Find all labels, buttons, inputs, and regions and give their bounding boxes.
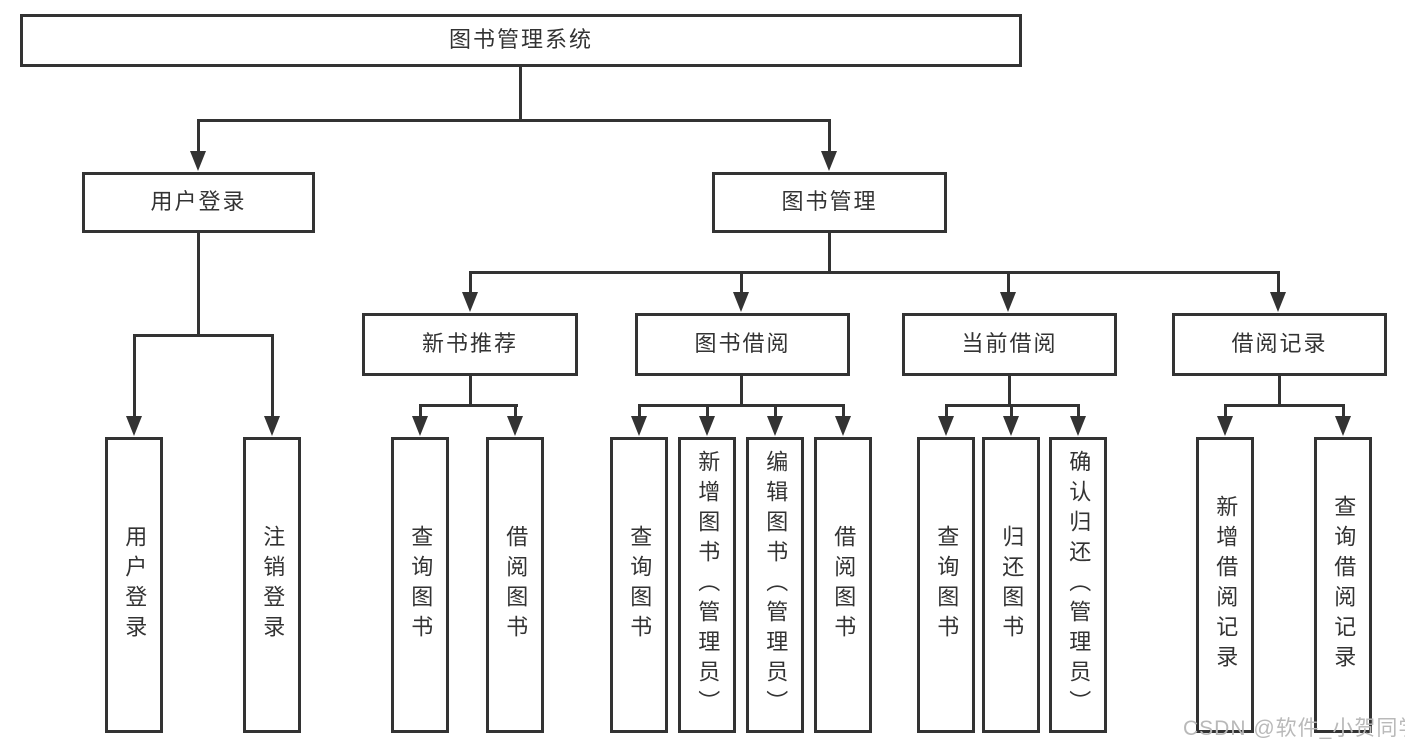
leaf-edit-book-admin: 编辑图书（管理员） — [746, 437, 804, 733]
leaf-borrow-books-recommend: 借阅图书 — [486, 437, 544, 733]
connector-vline — [469, 376, 472, 406]
connector-hline — [638, 404, 845, 407]
connector-hline — [197, 119, 831, 122]
node-book-borrowing: 图书借阅 — [635, 313, 850, 376]
leaf-confirm-return-admin: 确认归还（管理员） — [1049, 437, 1107, 733]
node-user-login: 用户登录 — [82, 172, 315, 233]
connector-vline — [740, 271, 743, 295]
arrowhead-down-icon — [835, 416, 851, 436]
node-new-book-recommendation: 新书推荐 — [362, 313, 578, 376]
leaf-return-book: 归还图书 — [982, 437, 1040, 733]
node-current-borrowing: 当前借阅 — [902, 313, 1117, 376]
node-borrowing-records: 借阅记录 — [1172, 313, 1387, 376]
connector-vline — [469, 271, 472, 295]
connector-vline — [271, 334, 274, 418]
arrowhead-down-icon — [264, 416, 280, 436]
arrowhead-down-icon — [1070, 416, 1086, 436]
arrowhead-down-icon — [1000, 292, 1016, 312]
arrowhead-down-icon — [699, 416, 715, 436]
connector-vline — [197, 119, 200, 153]
leaf-add-borrow-record: 新增借阅记录 — [1196, 437, 1254, 733]
arrowhead-down-icon — [1003, 416, 1019, 436]
connector-vline — [1342, 404, 1345, 418]
arrowhead-down-icon — [1270, 292, 1286, 312]
connector-vline — [1010, 404, 1013, 418]
connector-hline — [419, 404, 518, 407]
connector-hline — [1224, 404, 1345, 407]
connector-vline — [1277, 271, 1280, 295]
arrowhead-down-icon — [126, 416, 142, 436]
connector-vline — [519, 67, 522, 120]
arrowhead-down-icon — [412, 416, 428, 436]
arrowhead-down-icon — [733, 292, 749, 312]
connector-vline — [419, 404, 422, 418]
connector-vline — [842, 404, 845, 418]
leaf-query-books-recommend: 查询图书 — [391, 437, 449, 733]
connector-vline — [1007, 271, 1010, 295]
leaf-query-books-borrow: 查询图书 — [610, 437, 668, 733]
arrowhead-down-icon — [821, 151, 837, 171]
leaf-add-book-admin: 新增图书（管理员） — [678, 437, 736, 733]
connector-vline — [706, 404, 709, 418]
arrowhead-down-icon — [1335, 416, 1351, 436]
connector-vline — [1008, 376, 1011, 406]
leaf-borrow-books-borrow: 借阅图书 — [814, 437, 872, 733]
connector-hline — [133, 334, 274, 337]
connector-vline — [1224, 404, 1227, 418]
node-book-management: 图书管理 — [712, 172, 947, 233]
connector-vline — [828, 119, 831, 153]
connector-vline — [638, 404, 641, 418]
node-root: 图书管理系统 — [20, 14, 1022, 67]
arrowhead-down-icon — [1217, 416, 1233, 436]
connector-vline — [1278, 376, 1281, 406]
connector-vline — [828, 233, 831, 273]
leaf-user-login: 用户登录 — [105, 437, 163, 733]
arrowhead-down-icon — [767, 416, 783, 436]
leaf-query-books-current: 查询图书 — [917, 437, 975, 733]
connector-vline — [197, 233, 200, 336]
connector-hline — [469, 271, 1280, 274]
leaf-query-borrow-record: 查询借阅记录 — [1314, 437, 1372, 733]
arrowhead-down-icon — [507, 416, 523, 436]
connector-vline — [514, 404, 517, 418]
arrowhead-down-icon — [631, 416, 647, 436]
arrowhead-down-icon — [190, 151, 206, 171]
connector-vline — [774, 404, 777, 418]
arrowhead-down-icon — [462, 292, 478, 312]
connector-vline — [133, 334, 136, 418]
leaf-logout: 注销登录 — [243, 437, 301, 733]
watermark: CSDN @软件_小贺同学 — [1183, 717, 1405, 740]
connector-vline — [740, 376, 743, 406]
connector-vline — [945, 404, 948, 418]
arrowhead-down-icon — [938, 416, 954, 436]
connector-vline — [1077, 404, 1080, 418]
